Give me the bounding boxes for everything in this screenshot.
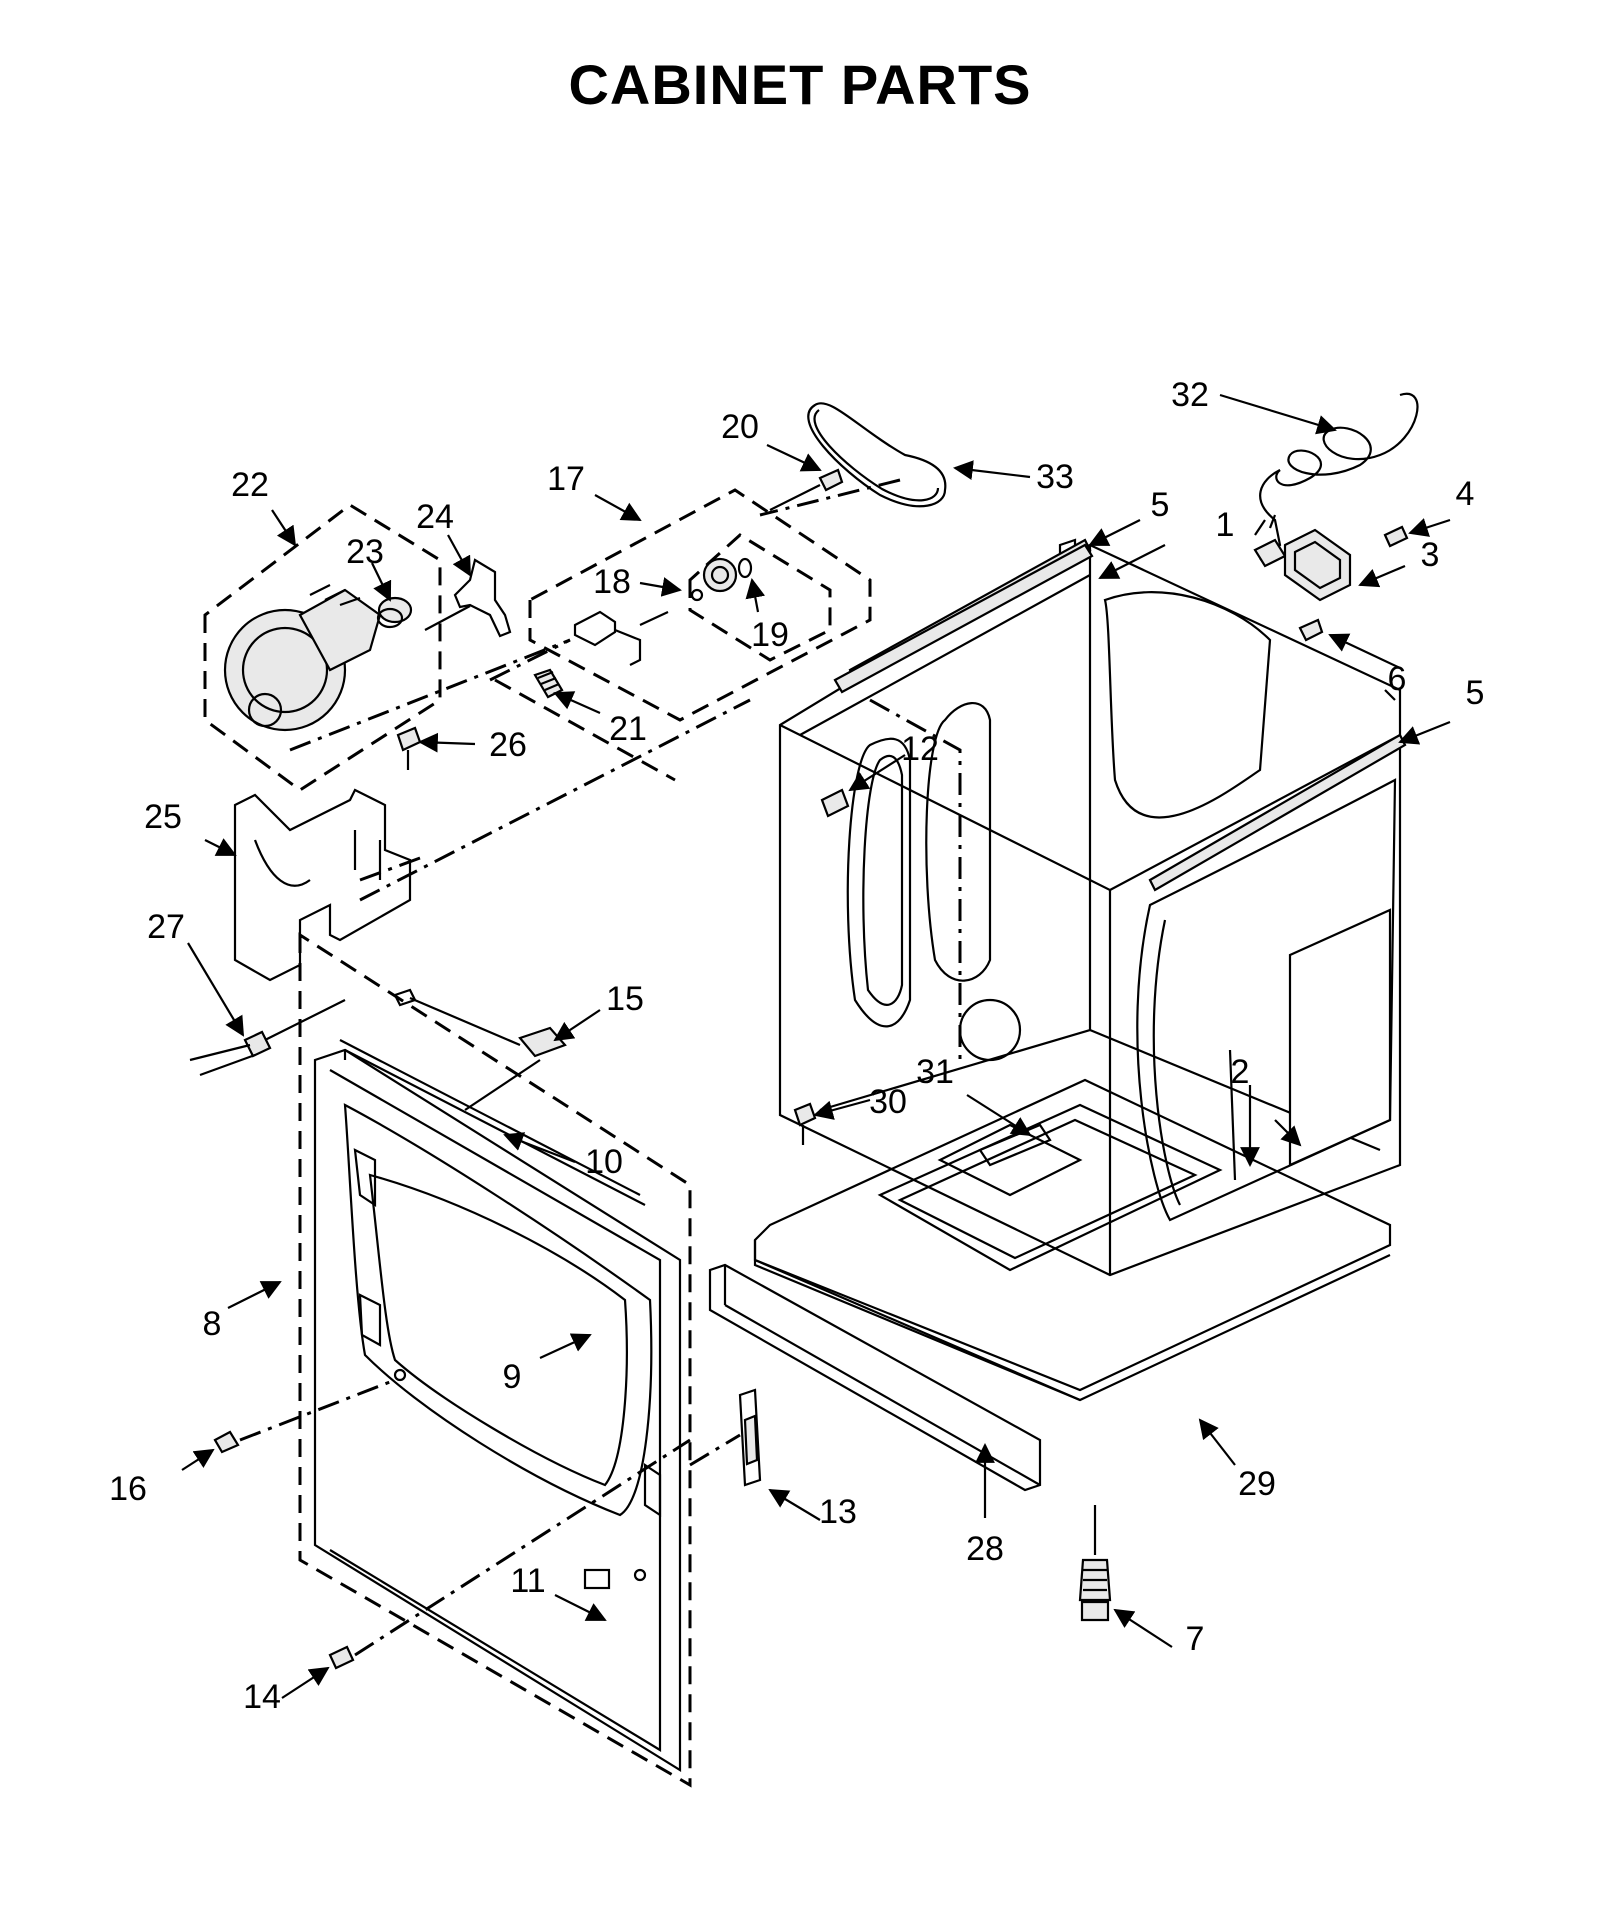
callout-28: 28: [966, 1530, 1004, 1568]
part-22-drive-motor: [203, 503, 442, 792]
callout-1: 1: [1216, 506, 1235, 544]
callout-16: 16: [109, 1470, 147, 1508]
callout-14: 14: [243, 1678, 281, 1716]
part-12-clip: [820, 788, 850, 818]
part-4-screw: [1383, 525, 1409, 548]
part-8-front-panel-assembly: [298, 932, 692, 1788]
callout-23: 23: [346, 533, 384, 571]
callout-6: 6: [1388, 660, 1407, 698]
callout-27: 27: [147, 908, 185, 946]
callout-3: 3: [1421, 536, 1440, 574]
callout-22: 22: [231, 466, 269, 504]
callout-30: 30: [869, 1083, 907, 1121]
callout-2: 2: [1231, 1053, 1250, 1091]
callout-10: 10: [585, 1143, 623, 1181]
part-10-top-trim: [339, 1039, 646, 1206]
callout-labels: 1 2 3 4 5 5 6 7 8 9 10 11 12 13 14 15 16…: [109, 376, 1484, 1716]
callout-5-left: 5: [1151, 486, 1170, 524]
part-5-top-rail-left: [833, 543, 1094, 694]
callout-12: 12: [901, 730, 939, 768]
part-13-door-switch: [689, 1388, 762, 1487]
part-24-motor-bracket: [453, 558, 512, 638]
part-2-insulation: [1228, 1049, 1237, 1181]
callout-29: 29: [1238, 1465, 1276, 1503]
callout-18: 18: [593, 563, 631, 601]
part-18-idler-bracket: [573, 610, 669, 666]
callout-arrows: [181, 393, 1451, 1699]
part-17-idler-assembly: [489, 488, 872, 782]
callout-32: 32: [1171, 376, 1209, 414]
diagram-title: CABINET PARTS: [568, 53, 1032, 116]
callout-9: 9: [503, 1358, 522, 1396]
part-32-power-cord: [1253, 392, 1419, 568]
callout-20: 20: [721, 408, 759, 446]
part-6-screw: [1298, 618, 1324, 642]
part-1-cabinet: [753, 538, 1407, 1402]
callout-17: 17: [547, 460, 585, 498]
part-26-screw: [396, 726, 422, 770]
callout-19: 19: [751, 616, 789, 654]
part-21-idler-spring: [533, 668, 564, 699]
callout-24: 24: [416, 498, 454, 536]
part-29-base: [753, 1240, 1081, 1402]
callout-33: 33: [1036, 458, 1074, 496]
part-20-screw: [769, 468, 844, 511]
callout-13: 13: [819, 1493, 857, 1531]
part-25-motor-mount: [233, 788, 412, 982]
part-15-wire-harness: [393, 988, 567, 1111]
callout-11: 11: [510, 1562, 545, 1600]
part-23-motor-pulley: [376, 596, 413, 629]
part-14-screw: [328, 1438, 691, 1670]
callout-5-right: 5: [1466, 674, 1485, 712]
callout-15: 15: [606, 980, 644, 1018]
part-7-leveling-leg: [1078, 1505, 1112, 1622]
callout-31: 31: [916, 1053, 954, 1091]
callout-25: 25: [144, 798, 182, 836]
part-33-drive-belt: [807, 402, 947, 508]
callout-26: 26: [489, 726, 527, 764]
callout-4: 4: [1456, 475, 1475, 513]
part-27-thermistor: [189, 999, 346, 1077]
part-16-screw: [213, 1378, 396, 1454]
callout-8: 8: [203, 1305, 222, 1343]
callout-21: 21: [609, 710, 647, 748]
part-3-cord-bracket: [1283, 528, 1352, 602]
part-19-idler-pulley: [690, 557, 753, 602]
callout-7: 7: [1186, 1620, 1205, 1658]
